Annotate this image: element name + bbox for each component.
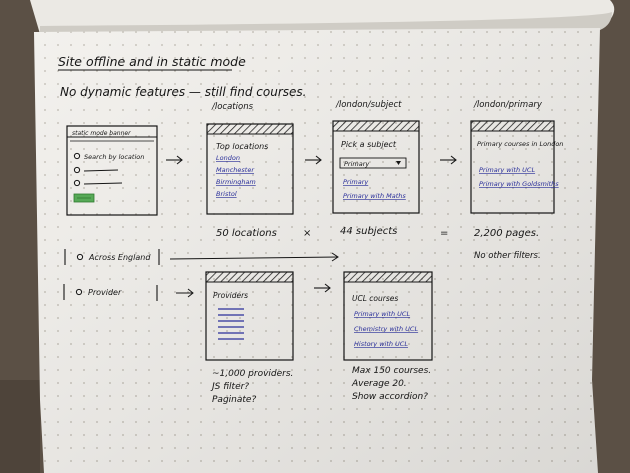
- header-hatch: [343, 271, 433, 283]
- route-subject: /london/subject: [335, 100, 402, 110]
- providers-heading: Providers: [213, 291, 248, 300]
- link-provider-course: Chemistry with UCL: [354, 325, 418, 333]
- row-provider: Provider: [63, 284, 194, 301]
- no-other-filters: No other filters.: [474, 251, 541, 261]
- note-courses: Show accordion?: [352, 392, 428, 402]
- courses-heading: Primary courses in London: [477, 140, 563, 148]
- note-providers: Paginate?: [212, 395, 256, 405]
- header-hatch: [470, 120, 555, 132]
- radio-provider: [75, 288, 83, 296]
- option-search-location: Search by location: [84, 153, 144, 161]
- locations-heading: Top locations: [216, 142, 268, 151]
- link-provider-course: Primary with UCL: [354, 310, 410, 318]
- link-location: Bristol: [216, 190, 237, 198]
- link-course: Primary with UCL: [479, 166, 535, 174]
- note-providers: JS filter?: [210, 382, 249, 392]
- equation-pages: 2,200 pages.: [474, 228, 539, 239]
- link-course: Primary with Goldsmiths: [479, 180, 559, 188]
- radio-across-england: [76, 253, 84, 261]
- equation-times: ×: [303, 228, 311, 239]
- note-courses: Average 20.: [351, 379, 407, 389]
- header-hatch: [332, 120, 420, 132]
- link-location: London: [216, 154, 240, 162]
- equation-locations: 50 locations: [216, 228, 277, 239]
- page-subtitle: No dynamic features — still find courses…: [60, 85, 306, 99]
- wireframe-providers: Providers: [205, 271, 294, 361]
- equation-subjects: 44 subjects: [340, 226, 397, 237]
- subject-dropdown: [339, 157, 407, 169]
- static-banner-text: static mode banner: [72, 130, 131, 137]
- route-locations: /locations: [211, 102, 254, 112]
- link-subject: Primary with Maths: [343, 192, 406, 200]
- subject-heading: Pick a subject: [341, 140, 397, 149]
- across-england-label: Across England: [88, 253, 151, 262]
- equation-equals: =: [440, 228, 448, 239]
- link-provider-course: History with UCL: [354, 340, 408, 348]
- wireframe-subject: Pick a subject Primary Primary Primary w…: [332, 120, 420, 214]
- radio-option-3: [73, 179, 81, 187]
- arrow-3: [440, 155, 457, 165]
- wireframe-locations: Top locations London Manchester Birmingh…: [206, 123, 294, 215]
- chevron-down-icon: [396, 161, 401, 165]
- radio-location: [73, 152, 81, 160]
- row-across-england: Across England: [64, 249, 339, 265]
- wireframe-courses: Primary courses in London Primary with U…: [470, 120, 563, 214]
- header-hatch: [205, 271, 294, 283]
- route-courses: /london/primary: [473, 100, 543, 110]
- note-courses: Max 150 courses.: [352, 366, 431, 376]
- provider-list-lines: [218, 308, 244, 340]
- provider-courses-heading: UCL courses: [352, 294, 398, 303]
- page-title: Site offline and in static mode: [58, 54, 246, 69]
- wireframe-search-form: static mode banner Search by location: [66, 125, 158, 216]
- arrow-1: [166, 155, 183, 165]
- provider-label: Provider: [88, 288, 122, 297]
- header-hatch: [206, 123, 294, 135]
- link-subject: Primary: [343, 178, 368, 186]
- link-location: Manchester: [216, 166, 255, 174]
- dropdown-value: Primary: [344, 160, 369, 168]
- arrow-2: [305, 155, 322, 165]
- arrow-5: [314, 283, 331, 293]
- link-location: Birmingham: [216, 178, 256, 186]
- wireframe-provider-courses: UCL courses Primary with UCL Chemistry w…: [343, 271, 433, 361]
- note-providers: ~1,000 providers.: [212, 369, 293, 379]
- radio-option-2: [73, 166, 81, 174]
